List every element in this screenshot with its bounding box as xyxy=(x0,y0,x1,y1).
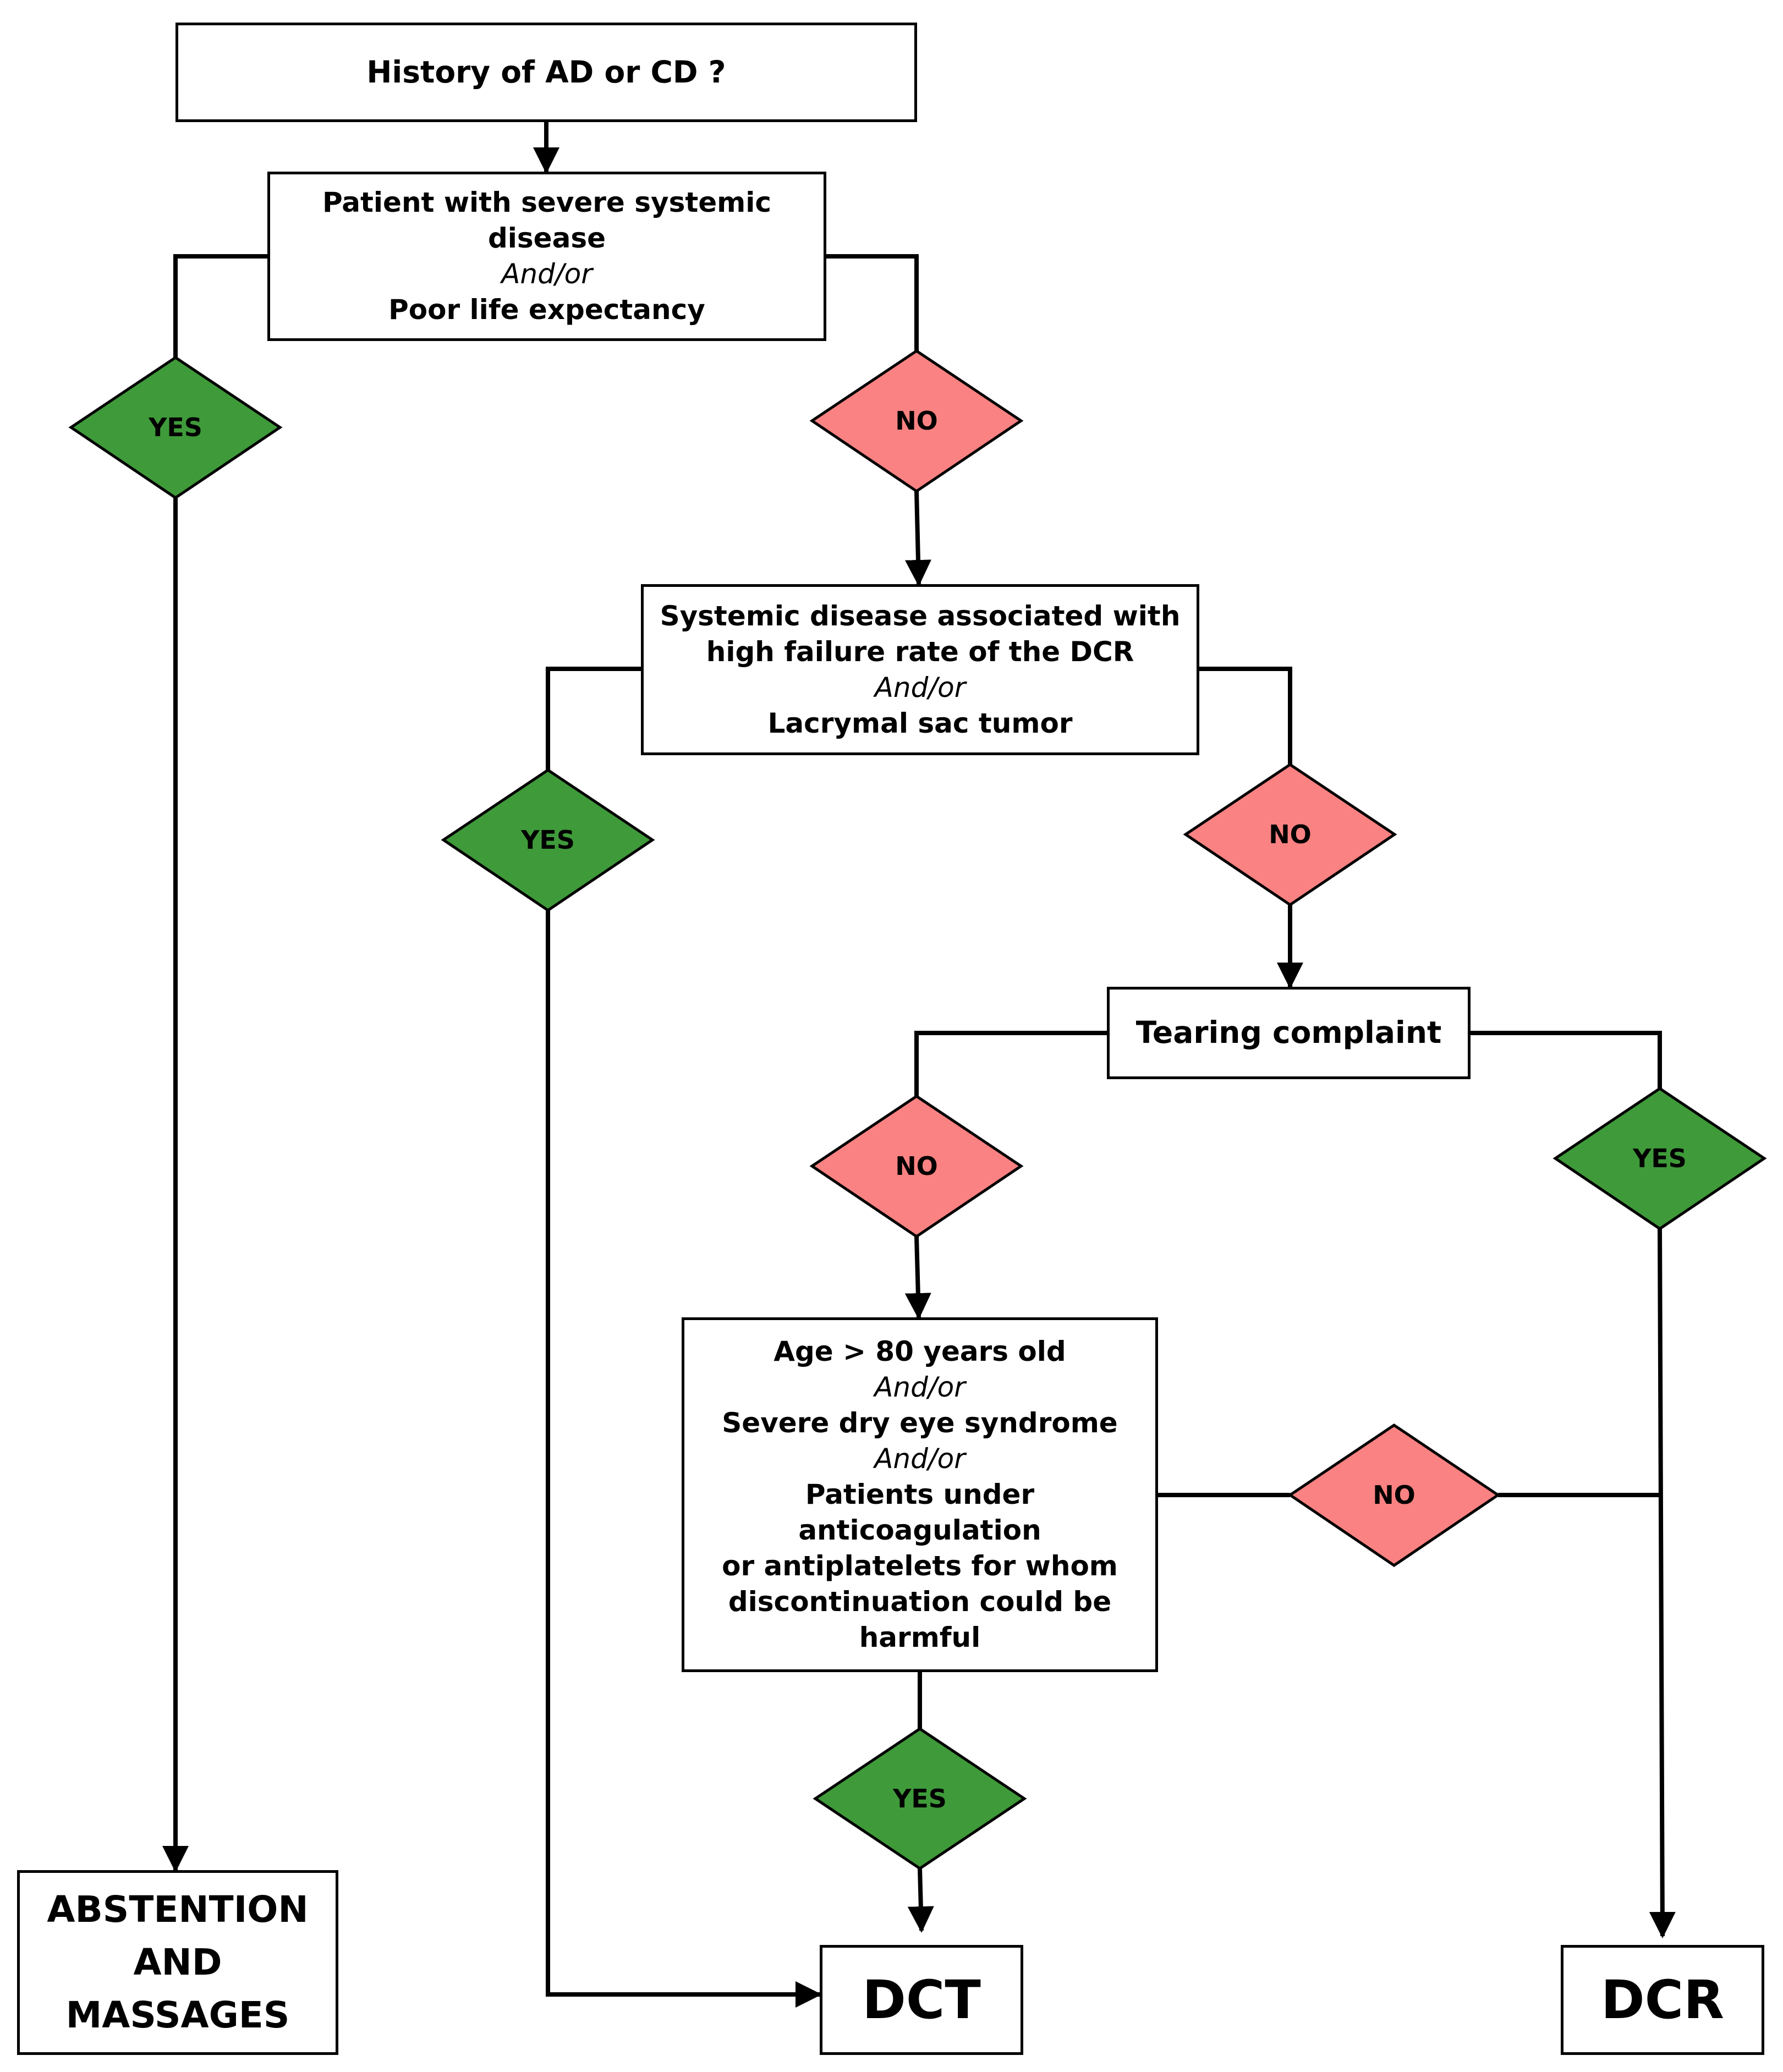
box-line: Lacrymal sac tumor xyxy=(767,707,1073,739)
edge-tearing-to-yes xyxy=(1471,1031,1662,1089)
edge-no-to-criteria xyxy=(904,1236,931,1320)
box-line: high failure rate of the DCR xyxy=(706,635,1134,668)
dct-outcome-box: DCT xyxy=(820,1945,1023,2055)
decision-yes-diamond xyxy=(68,355,283,500)
andor-connector: And/or xyxy=(874,1371,965,1403)
box-line: MASSAGES xyxy=(65,1993,290,2036)
box-line: Poor life expectancy xyxy=(388,294,705,326)
decision-label: YES xyxy=(520,825,575,855)
decision-yes-diamond xyxy=(1552,1086,1767,1231)
tearing-complaint-box: Tearing complaint xyxy=(1107,987,1471,1079)
box-line: Patients under anticoagulation xyxy=(798,1479,1041,1546)
age-criteria-box: Age > 80 years old And/or Severe dry eye… xyxy=(682,1317,1158,1672)
decision-label: NO xyxy=(1269,820,1312,849)
box-line: Patient with severe systemic disease xyxy=(322,186,772,254)
abstention-massages-box: ABSTENTION AND MASSAGES xyxy=(17,1870,338,2055)
box-line: Severe dry eye syndrome xyxy=(722,1407,1118,1439)
edge-yes-to-dct-2 xyxy=(907,1868,934,1933)
edge-systemic-to-yes xyxy=(173,254,267,358)
edge-no-to-failure xyxy=(904,491,931,586)
decision-label: NO xyxy=(1373,1480,1416,1510)
decision-yes-diamond xyxy=(441,768,655,913)
dcr-outcome-box: DCR xyxy=(1561,1945,1764,2055)
edge-tearing-to-no xyxy=(914,1031,1107,1096)
andor-connector: And/or xyxy=(501,258,592,290)
box-line: harmful xyxy=(859,1622,981,1653)
decision-yes-diamond xyxy=(813,1727,1027,1871)
decision-label: NO xyxy=(895,1151,938,1181)
edge-yes-to-dcr xyxy=(1649,1228,1676,1938)
box-line: ABSTENTION xyxy=(47,1888,309,1931)
decision-label: NO xyxy=(895,406,938,436)
decision-no-diamond xyxy=(809,1094,1024,1239)
edge-yes-to-dct xyxy=(546,910,822,2008)
edge-failure-to-yes xyxy=(546,667,641,770)
edge-systemic-to-no xyxy=(826,254,919,351)
history-question-text: History of AD or CD ? xyxy=(366,54,726,90)
box-line: Age > 80 years old xyxy=(773,1335,1066,1367)
box-line: discontinuation could be xyxy=(728,1586,1112,1618)
decision-no-diamond xyxy=(1287,1423,1501,1568)
edge-failure-to-no xyxy=(1199,667,1292,765)
tearing-complaint-text: Tearing complaint xyxy=(1135,1015,1442,1051)
decision-label: YES xyxy=(892,1784,947,1813)
decision-label: YES xyxy=(1632,1144,1687,1173)
andor-connector: And/or xyxy=(874,671,966,704)
dcr-failure-box: Systemic disease associated with high fa… xyxy=(641,584,1199,755)
box-line: AND xyxy=(133,1941,222,1984)
dct-outcome-text: DCT xyxy=(862,1969,981,2031)
history-question-box: History of AD or CD ? xyxy=(175,23,917,122)
decision-no-diamond xyxy=(809,349,1024,493)
box-line: or antiplatelets for whom xyxy=(722,1550,1118,1582)
decision-no-diamond xyxy=(1183,762,1397,907)
dcr-outcome-text: DCR xyxy=(1600,1969,1725,2031)
decision-diamonds xyxy=(68,349,1767,1871)
box-line: Systemic disease associated with xyxy=(660,600,1181,632)
decision-label: YES xyxy=(148,413,202,442)
andor-connector: And/or xyxy=(874,1443,965,1475)
systemic-disease-box: Patient with severe systemic disease And… xyxy=(267,172,826,341)
